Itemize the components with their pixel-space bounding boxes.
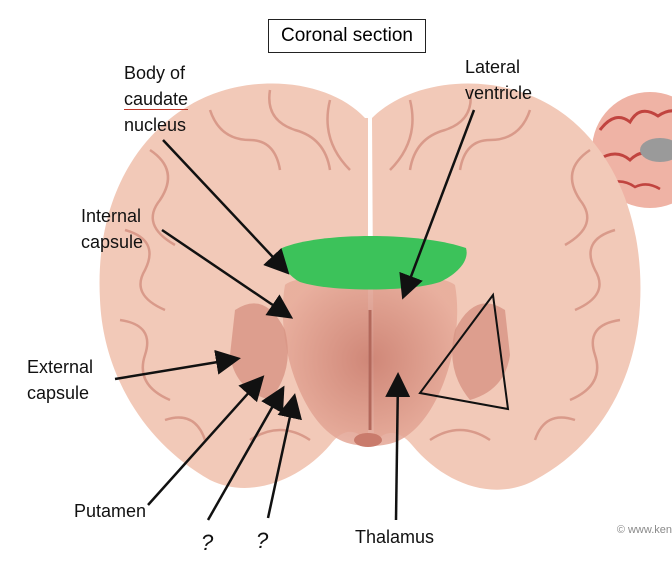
arrow-thalamus xyxy=(385,372,411,521)
triangle-outline xyxy=(418,292,510,411)
brain-section xyxy=(99,83,641,490)
watermark-text: © www.ken xyxy=(616,524,672,536)
arrow-lateral-ventricle xyxy=(399,109,476,300)
label-thalamus: Thalamus xyxy=(355,527,435,547)
label-lateral-ventricle: Lateral ventricle xyxy=(465,57,533,103)
label-body-of-caudate-nucleus: Body of caudate nucleus xyxy=(124,63,189,135)
label-question-2: ? xyxy=(256,528,269,553)
arrow-internal-capsule xyxy=(161,228,294,319)
label-internal-capsule: Internal capsule xyxy=(81,206,144,252)
arrow-question-1 xyxy=(206,385,285,521)
arrow-question-2 xyxy=(266,393,302,519)
arrow-external-capsule xyxy=(114,349,241,381)
label-question-1: ? xyxy=(201,530,214,555)
arrow-caudate xyxy=(162,139,290,275)
caudate-highlight xyxy=(281,236,467,290)
label-putamen: Putamen xyxy=(74,501,147,521)
arrow-putamen xyxy=(147,375,265,506)
section-title: Coronal section xyxy=(268,19,426,53)
label-external-capsule: External capsule xyxy=(27,357,94,403)
